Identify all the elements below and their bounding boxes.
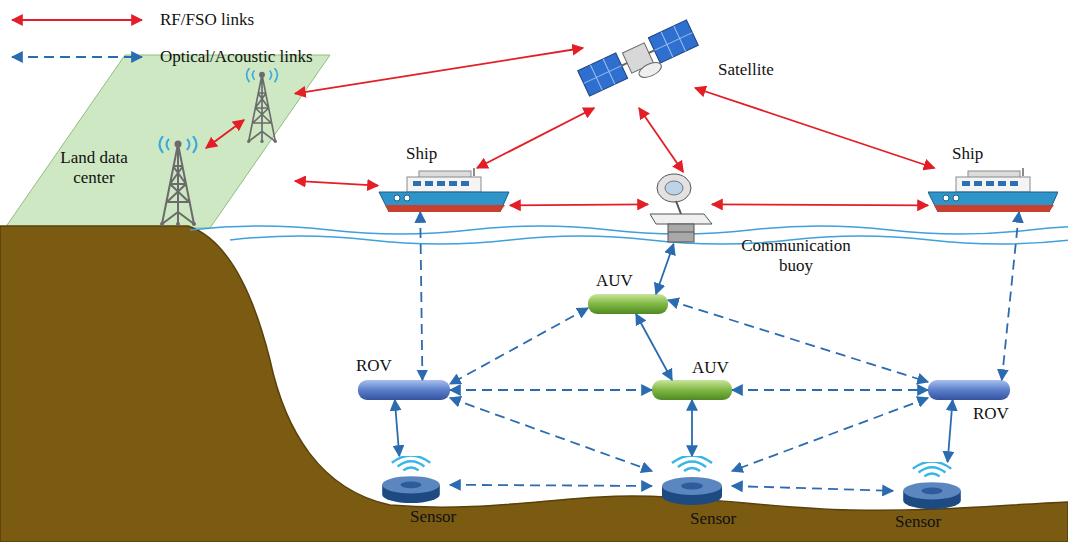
optical-acoustic-link — [450, 485, 652, 486]
optical-acoustic-link — [420, 212, 422, 380]
node-label: AUV — [692, 358, 729, 378]
sensor-icon — [662, 456, 722, 506]
auv-icon — [588, 294, 668, 314]
auv-node: AUV — [588, 294, 668, 314]
optical-acoustic-link — [450, 398, 652, 471]
tower-icon — [160, 136, 197, 226]
node-label: Ship — [952, 144, 983, 164]
optical-acoustic-link — [732, 486, 893, 491]
sensor-node: Sensor — [652, 456, 732, 506]
auv-node: AUV — [652, 380, 732, 400]
node-text: Sensor — [410, 507, 456, 526]
optical-acoustic-link — [636, 314, 672, 380]
node-label: ROV — [973, 404, 1009, 424]
tower-icon — [247, 68, 278, 143]
buoy-node: Communication buoy — [648, 172, 712, 244]
node-text: AUV — [692, 358, 729, 377]
node-label: Communication buoy — [732, 236, 860, 275]
node-label: Sensor — [410, 507, 456, 527]
legend-text: Optical/Acoustic links — [160, 47, 313, 66]
ship-node: Ship — [378, 168, 510, 212]
node-text: ROV — [356, 356, 392, 375]
node-text: Communication buoy — [741, 236, 851, 275]
sensor-icon — [903, 462, 961, 510]
optical-acoustic-link — [948, 400, 953, 462]
legend-sample — [12, 56, 142, 58]
legend-entry: Optical/Acoustic links — [160, 47, 313, 67]
node-label: Sensor — [895, 512, 941, 532]
rov-icon — [928, 380, 1010, 400]
sensor-node: Sensor — [372, 456, 450, 504]
ship-node: Ship — [928, 168, 1058, 212]
node-label: Land data center — [54, 148, 134, 187]
node-label: Sensor — [690, 509, 736, 529]
node-label: ROV — [356, 356, 392, 376]
node-text: Sensor — [895, 512, 941, 531]
rf-fso-link — [510, 204, 648, 205]
sensor-icon — [382, 456, 440, 504]
node-label: Satellite — [718, 60, 774, 80]
legend-sample — [12, 19, 142, 21]
legend-entry: RF/FSO links — [160, 10, 254, 30]
optical-acoustic-link — [732, 398, 928, 471]
optical-acoustic-link — [691, 400, 693, 456]
node-text: Land data center — [60, 148, 128, 187]
rf-fso-link — [712, 204, 928, 205]
rf-fso-link — [295, 181, 378, 186]
node-text: Satellite — [718, 60, 774, 79]
node-text: Ship — [952, 144, 983, 163]
satellite-node: Satellite — [583, 8, 695, 108]
rov-node: ROV — [358, 380, 450, 400]
ship-icon — [928, 168, 1058, 212]
rf-fso-link — [695, 88, 935, 168]
buoy-icon — [650, 174, 712, 242]
optical-acoustic-link — [395, 400, 400, 456]
ship-icon — [379, 168, 509, 212]
tower-link — [206, 120, 244, 148]
optical-acoustic-link — [1002, 212, 1019, 380]
node-label: AUV — [596, 271, 633, 291]
rf-fso-link — [639, 108, 683, 172]
node-text: AUV — [596, 271, 633, 290]
rov-icon — [358, 380, 450, 400]
optical-acoustic-link — [450, 308, 588, 384]
rf-fso-link — [295, 48, 583, 94]
node-text: ROV — [973, 404, 1009, 423]
optical-acoustic-link — [732, 389, 928, 391]
rf-fso-link — [477, 108, 594, 168]
legend-text: RF/FSO links — [160, 10, 254, 29]
rov-node: ROV — [928, 380, 1010, 400]
tower-station-node: Land data center — [138, 60, 295, 228]
optical-acoustic-link — [668, 300, 928, 382]
satellite-icon — [578, 20, 702, 103]
optical-acoustic-link — [450, 389, 652, 391]
optical-acoustic-link — [656, 244, 674, 294]
sensor-node: Sensor — [893, 462, 971, 510]
node-text: Ship — [406, 144, 437, 163]
node-text: Sensor — [690, 509, 736, 528]
auv-icon — [652, 380, 732, 400]
node-label: Ship — [406, 144, 437, 164]
